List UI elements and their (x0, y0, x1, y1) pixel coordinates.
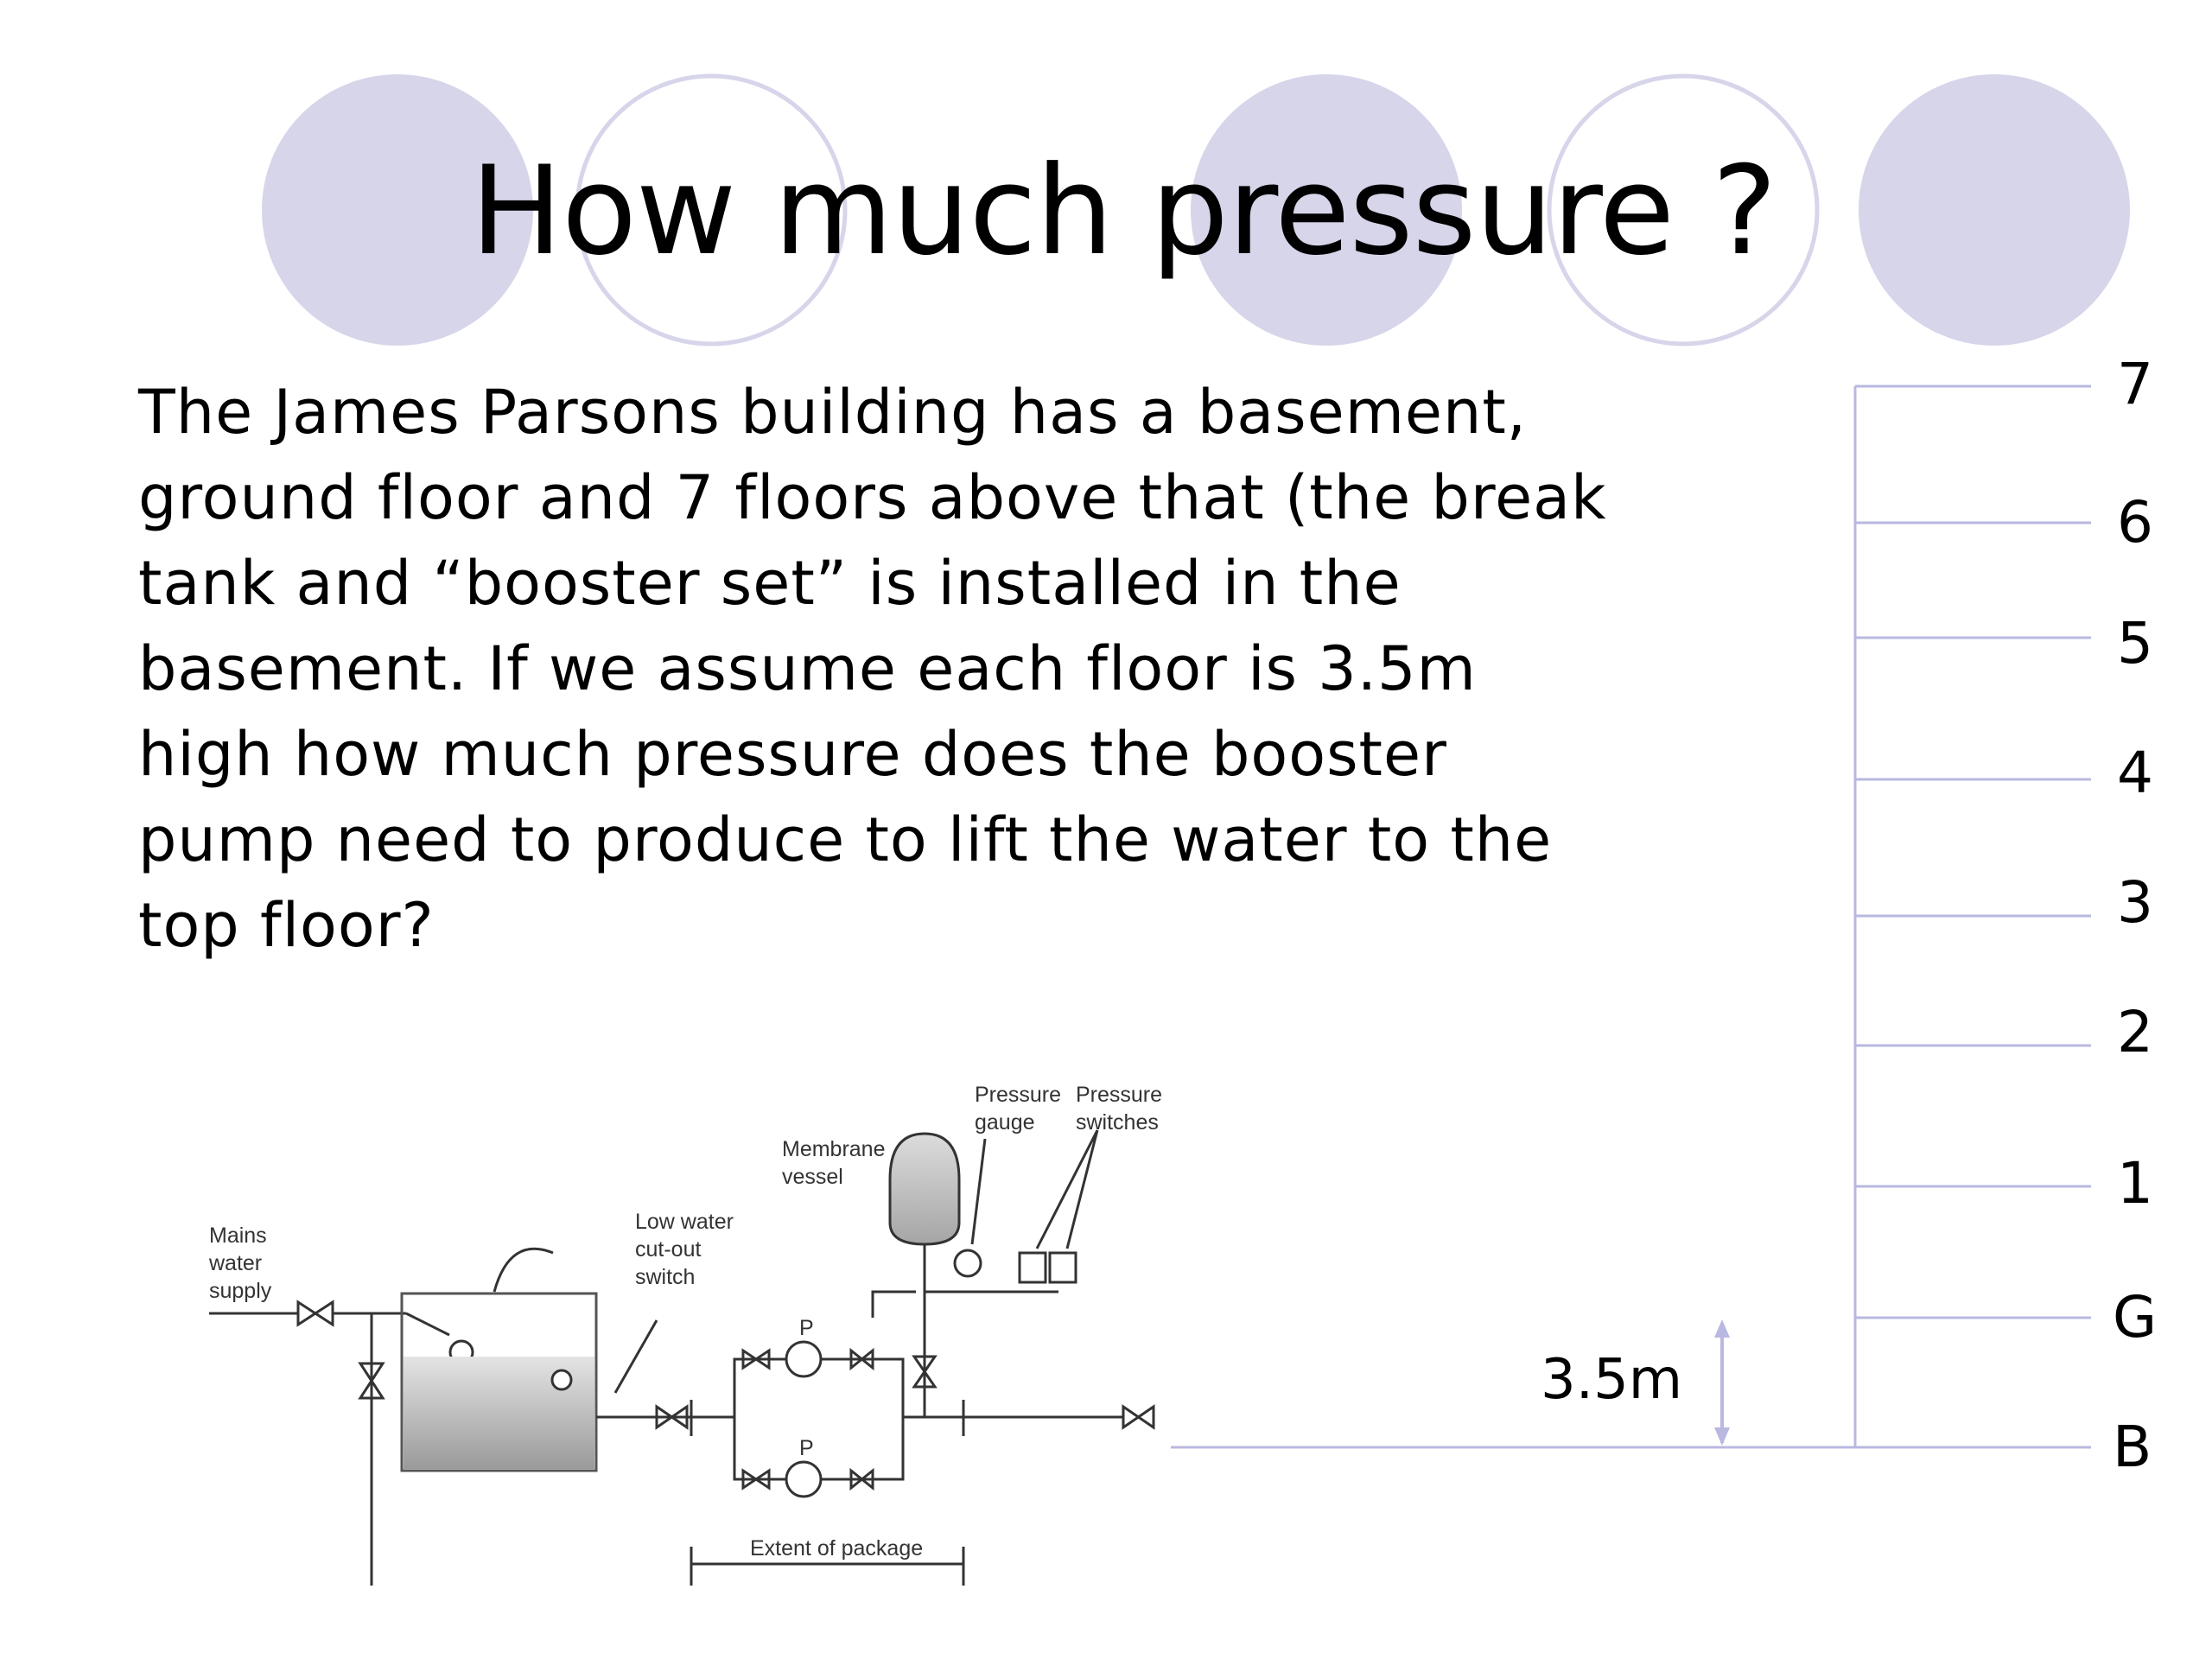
low-water-label-line: cut-out (635, 1237, 701, 1262)
suction-valve (655, 1404, 689, 1430)
question-line: basement. If we assume each floor is 3.5… (138, 633, 1477, 704)
discharge-valve (1122, 1404, 1155, 1430)
floor-label-2: 2 (2117, 999, 2153, 1065)
question-line: ground floor and 7 floors above that (th… (138, 462, 1607, 533)
question-text: The James Parsons building has a basemen… (138, 370, 1659, 969)
pressure-switch-1 (1018, 1251, 1047, 1284)
pump-2-valves (741, 1467, 874, 1491)
circle-outline-1 (575, 73, 848, 346)
question-line: pump need to produce to lift the water t… (138, 804, 1553, 875)
floor-label-7: 7 (2117, 351, 2153, 417)
circle-filled-2 (1191, 74, 1462, 346)
floor-label-4: 4 (2117, 740, 2153, 806)
pump-1-valves (741, 1347, 874, 1371)
vessel-label-line: vessel (782, 1165, 843, 1189)
label-leaders (613, 1129, 1099, 1394)
slide-title-text: How much pressure ? (470, 140, 1777, 283)
gauge-label-line: Pressure (975, 1083, 1061, 1107)
pressure-gauge (953, 1249, 982, 1278)
floor-label-6: 6 (2117, 489, 2153, 556)
switches-label-line: switches (1076, 1110, 1159, 1135)
pressure-switch-2 (1048, 1251, 1077, 1284)
membrane-vessel (888, 1132, 961, 1246)
water-float (550, 1369, 573, 1391)
circle-filled-1 (262, 74, 533, 346)
floor-label-b: B (2113, 1414, 2152, 1480)
mains-valve (296, 1300, 334, 1327)
question-line: high how much pressure does the booster (138, 719, 1447, 790)
question-line: tank and “booster set” is installed in t… (138, 548, 1402, 619)
float-arm (405, 1312, 450, 1337)
slide-title: How much pressure ? (0, 130, 2212, 294)
break-tank (400, 1292, 598, 1472)
pump-label: P (799, 1436, 814, 1460)
question-line: The James Parsons building has a basemen… (138, 377, 1528, 448)
drain-branch (871, 1290, 916, 1318)
vessel-riser-valve (912, 1355, 938, 1389)
pump-label: P (799, 1316, 814, 1340)
mains-label-line: Mains (209, 1224, 267, 1248)
supply-riser-valve (358, 1362, 385, 1400)
tank-vent (493, 1247, 554, 1293)
vessel-label-line: Membrane (782, 1137, 886, 1161)
floor-label-g: G (2113, 1284, 2158, 1351)
decorative-circles (262, 73, 2130, 346)
low-water-label-line: switch (635, 1265, 695, 1289)
pump-branch-frame (691, 1357, 1002, 1481)
extent-label: Extent of package (750, 1536, 923, 1560)
floor-label-3: 3 (2117, 869, 2153, 936)
mains-label-line: water (208, 1251, 262, 1275)
question-line: top floor? (138, 890, 435, 961)
floor-label-1: 1 (2117, 1150, 2153, 1217)
floor-label-5: 5 (2117, 610, 2153, 677)
pump-1 (785, 1340, 823, 1378)
circle-filled-3 (1859, 74, 2130, 346)
floor-height-label: 3.5m (1541, 1348, 1683, 1412)
switches-label-line: Pressure (1076, 1083, 1162, 1107)
gauge-label-line: gauge (975, 1110, 1035, 1135)
mains-label-line: supply (209, 1279, 272, 1303)
circle-outline-2 (1547, 73, 1820, 346)
low-water-label-line: Low water (635, 1210, 734, 1234)
pump-2 (785, 1460, 823, 1498)
